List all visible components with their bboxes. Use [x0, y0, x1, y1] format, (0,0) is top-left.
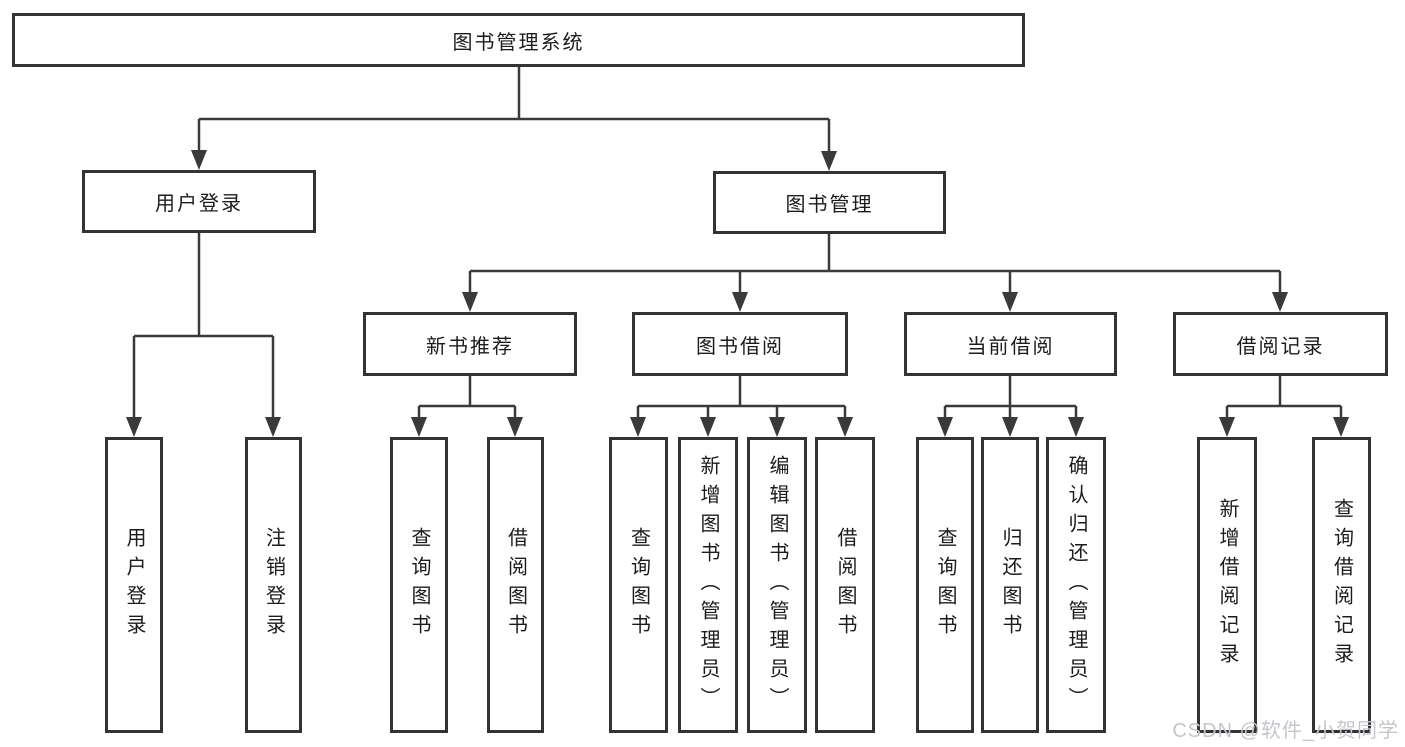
arrowhead-icon	[1272, 292, 1288, 312]
node-borrow-record: 借阅记录	[1173, 312, 1388, 376]
connector-root-to-level2	[197, 66, 831, 155]
leaf-query-books-current: 查询图书	[916, 437, 974, 733]
connector-user-login-branch	[132, 233, 275, 421]
arrowhead-icon	[1002, 292, 1018, 312]
node-book-management: 图书管理	[713, 171, 946, 234]
leaf-user-login: 用户登录	[105, 437, 163, 733]
arrowhead-icon	[769, 417, 785, 437]
leaf-borrow-books-recommend: 借阅图书	[487, 437, 544, 733]
arrowhead-icon	[1002, 417, 1018, 437]
arrowhead-icon	[937, 417, 953, 437]
arrowhead-icon	[126, 417, 142, 437]
connector-current-borrow-branch	[943, 376, 1078, 421]
arrowhead-icon	[732, 292, 748, 312]
arrowhead-icon	[630, 417, 646, 437]
arrowhead-icon	[821, 151, 837, 171]
leaf-query-books-borrow: 查询图书	[609, 437, 668, 733]
arrowhead-icon	[265, 417, 281, 437]
arrowhead-icon	[837, 417, 853, 437]
arrowheads	[126, 150, 1349, 437]
node-book-borrow: 图书借阅	[632, 312, 848, 376]
arrowhead-icon	[462, 292, 478, 312]
leaf-query-borrow-record: 查询借阅记录	[1312, 437, 1371, 733]
leaf-logout: 注销登录	[245, 437, 302, 733]
node-user-login: 用户登录	[82, 170, 316, 233]
node-root-library-system: 图书管理系统	[12, 13, 1025, 67]
leaf-borrow-books: 借阅图书	[815, 437, 875, 733]
leaf-query-books-recommend: 查询图书	[390, 437, 448, 733]
arrowhead-icon	[411, 417, 427, 437]
arrowhead-icon	[1333, 417, 1349, 437]
node-new-book-recommend: 新书推荐	[363, 312, 577, 376]
node-current-borrow: 当前借阅	[904, 312, 1117, 376]
connector-borrow-record-branch	[1225, 376, 1343, 421]
leaf-edit-books-admin: 编辑图书（管理员）	[747, 437, 807, 733]
connector-new-books-branch	[417, 376, 517, 421]
csdn-watermark: CSDN @软件_小贺同学	[1172, 720, 1399, 742]
leaf-return-books: 归还图书	[981, 437, 1039, 733]
arrowhead-icon	[507, 417, 523, 437]
connector-book-mgmt-branch	[468, 234, 1282, 296]
arrowhead-icon	[1068, 417, 1084, 437]
arrowhead-icon	[191, 150, 207, 170]
leaf-add-books-admin: 新增图书（管理员）	[678, 437, 738, 733]
arrowhead-icon	[700, 417, 716, 437]
arrowhead-icon	[1219, 417, 1235, 437]
leaf-confirm-return-admin: 确认归还（管理员）	[1046, 437, 1106, 733]
leaf-add-borrow-record: 新增借阅记录	[1197, 437, 1257, 733]
connector-book-borrow-branch	[636, 376, 847, 421]
